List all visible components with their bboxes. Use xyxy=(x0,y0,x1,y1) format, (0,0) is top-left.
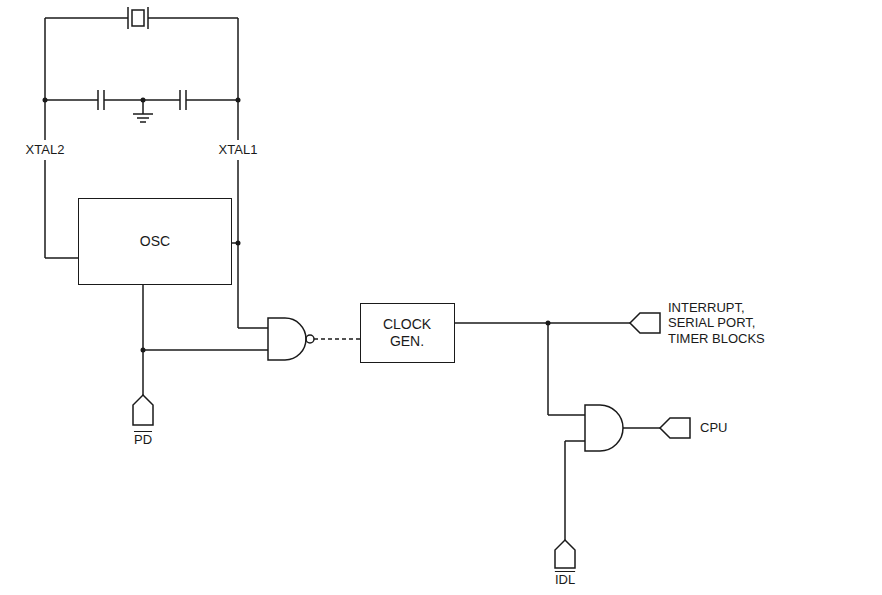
clock-generator-box: CLOCK GEN. xyxy=(360,303,455,363)
box-label: CLOCK GEN. xyxy=(376,316,438,350)
destination-label: INTERRUPT, SERIAL PORT, TIMER BLOCKS xyxy=(668,300,772,347)
pin-name: XTAL2 xyxy=(24,140,67,160)
oscillator-box: OSC xyxy=(78,198,232,285)
pin-name: XTAL1 xyxy=(217,140,260,160)
signal-name: IDL xyxy=(555,572,575,588)
destination-label: CPU xyxy=(700,420,727,436)
box-label: OSC xyxy=(140,233,170,250)
signal-name: PD xyxy=(134,432,152,448)
